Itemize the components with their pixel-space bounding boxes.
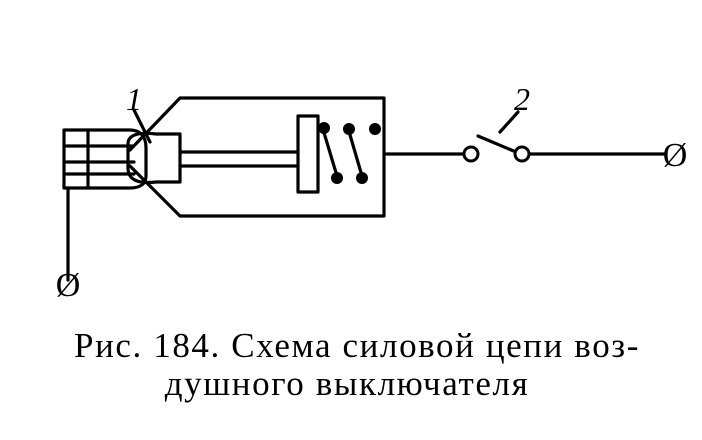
contact-bar	[296, 114, 320, 194]
valve-block	[62, 128, 148, 190]
terminal-bottom: Ø	[56, 267, 81, 304]
switch-2	[476, 110, 668, 156]
label-1: 1	[126, 81, 142, 117]
label-1-leader	[132, 108, 152, 144]
terminal-right: Ø	[663, 137, 688, 174]
contact-dots	[318, 122, 381, 184]
label-2: 2	[514, 81, 530, 117]
breaker-housing	[128, 96, 386, 218]
piston-rod	[178, 150, 300, 168]
figure-caption-line-2: душного выключателя	[164, 364, 530, 403]
contact-springs	[320, 124, 364, 178]
switch-terminals	[462, 145, 531, 163]
piston-head	[126, 131, 182, 185]
figure-caption-line-1: Рис. 184. Схема силовой цепи воз-	[74, 326, 640, 365]
